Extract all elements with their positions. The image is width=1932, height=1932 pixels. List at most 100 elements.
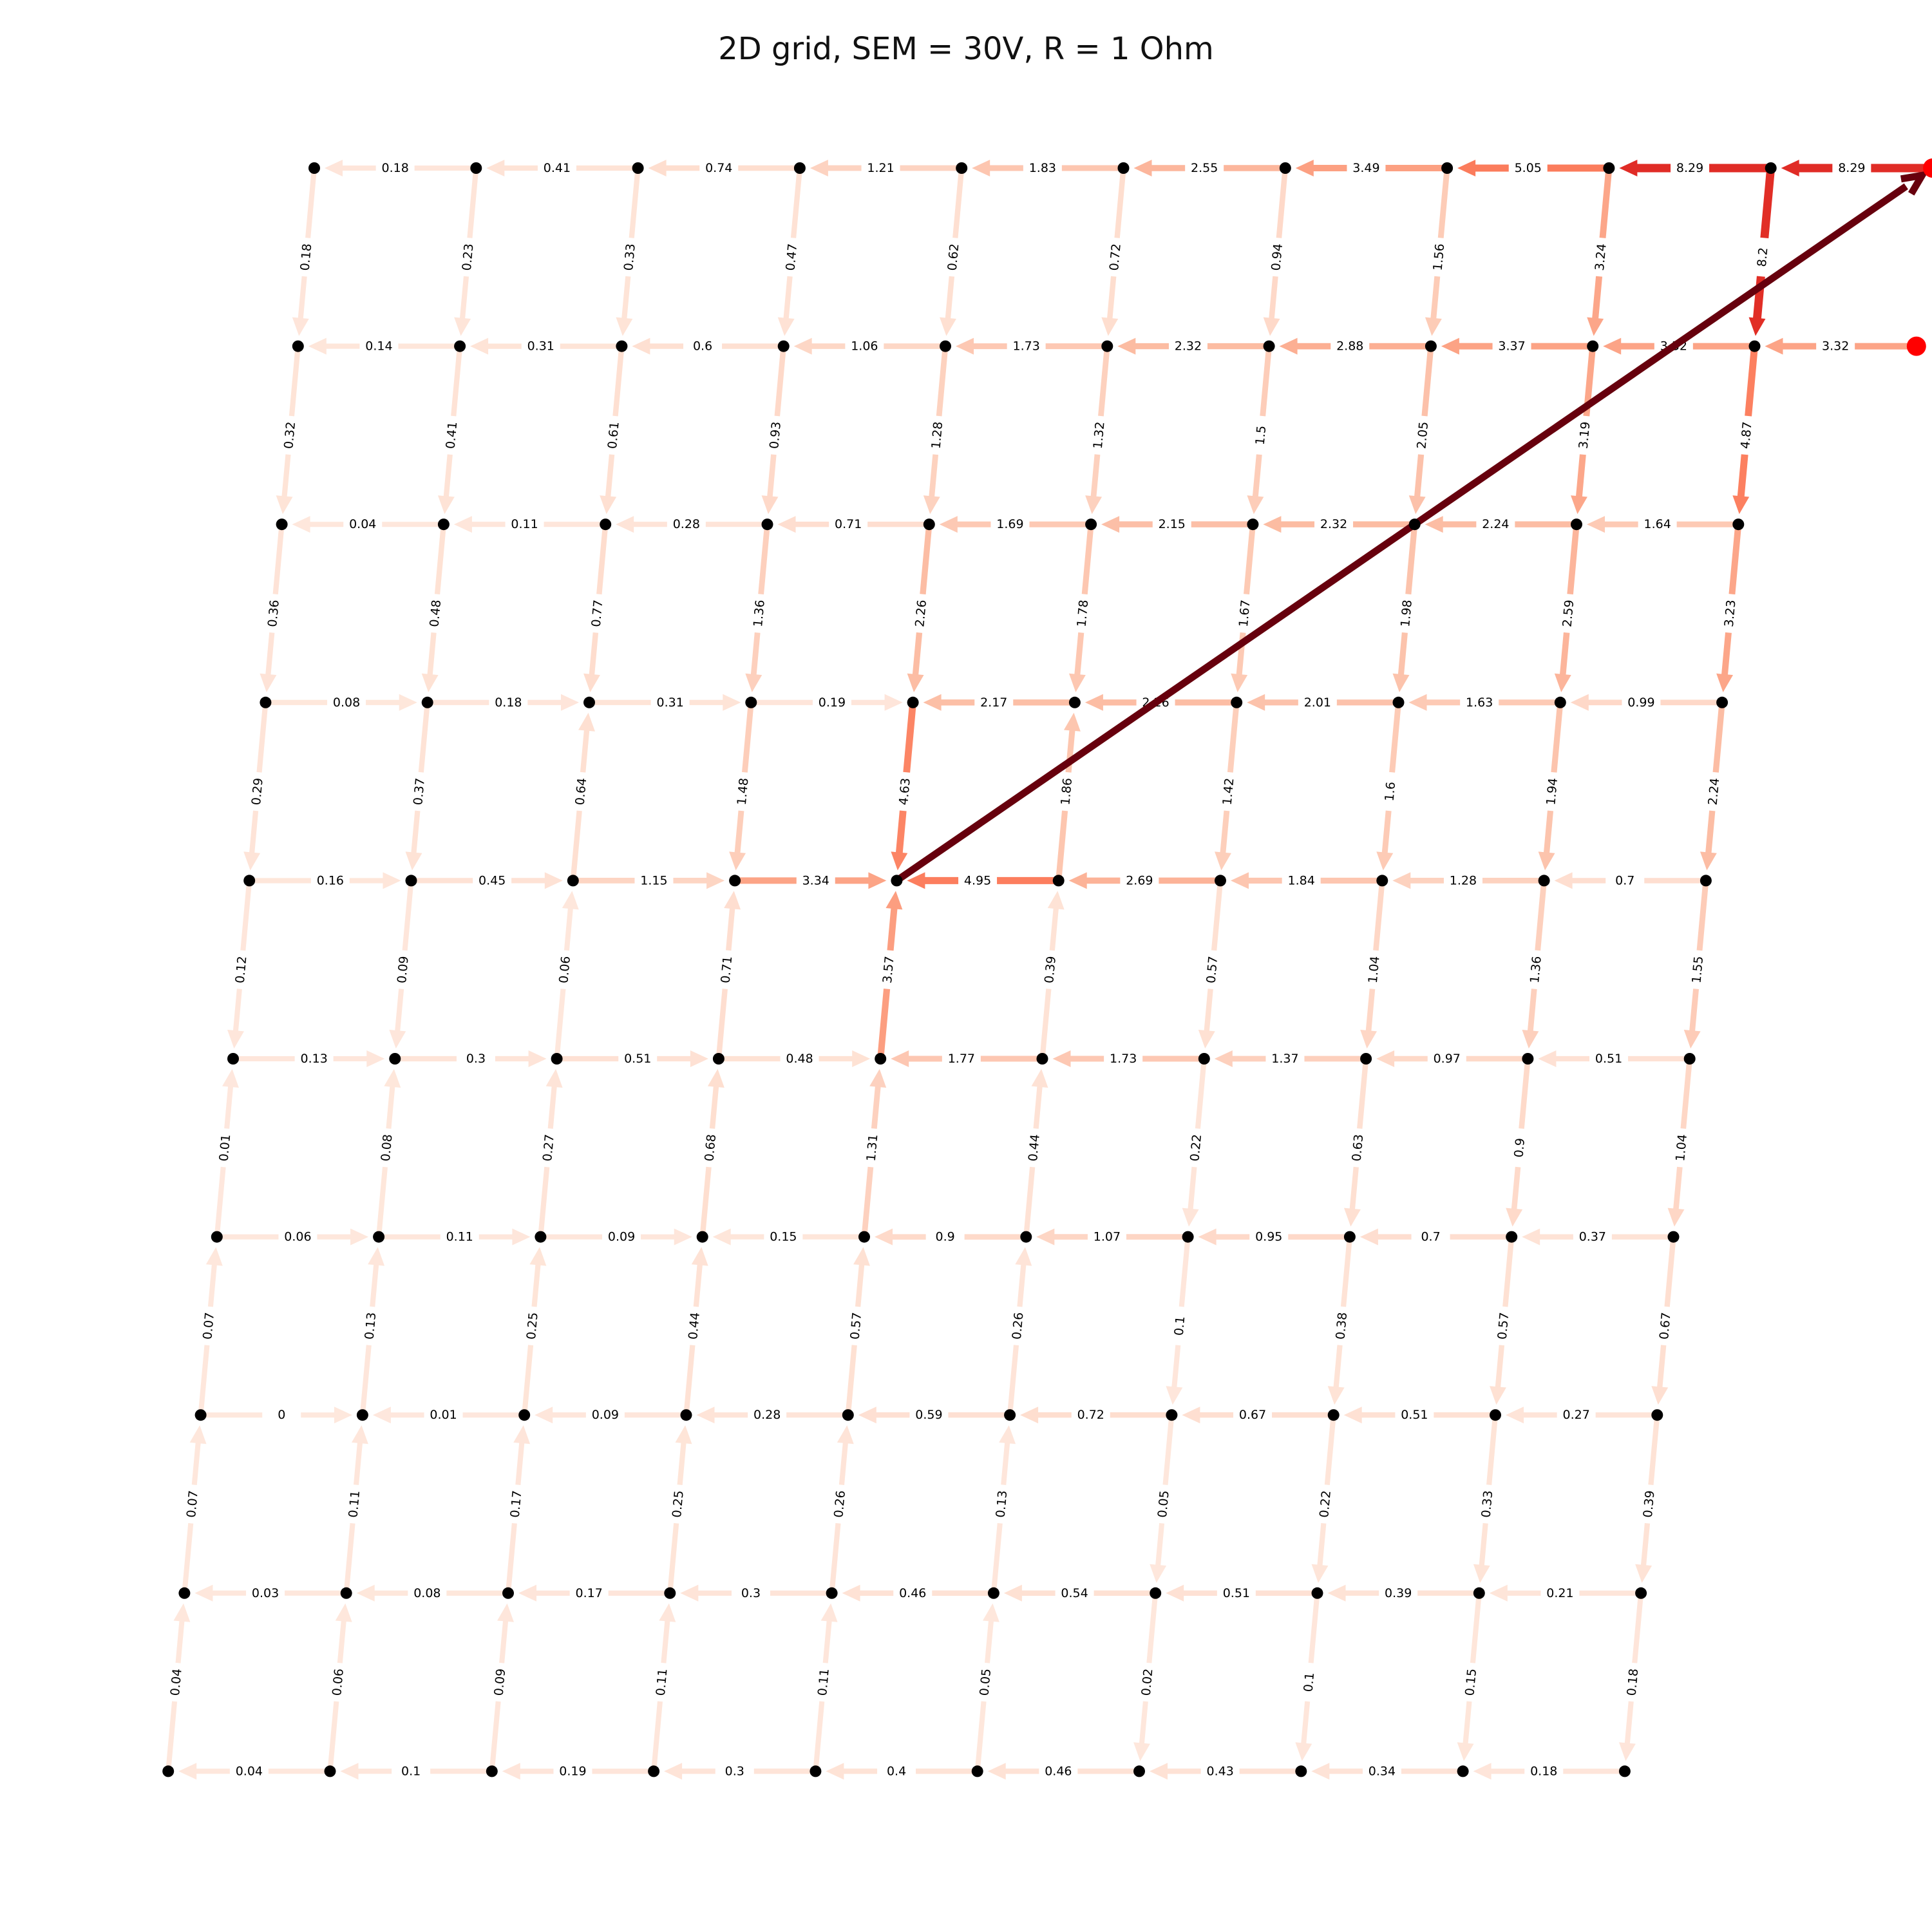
edge-label: 0.32 xyxy=(281,421,298,450)
edge-label-bg xyxy=(1526,949,1546,990)
edge-label: 0.93 xyxy=(767,421,784,450)
edge-v-0-1: 0.23 xyxy=(454,167,479,336)
edge-v-6-8: 0.57 xyxy=(1490,1236,1515,1405)
edge-v-0-7: 1.56 xyxy=(1425,167,1450,336)
arrow-head xyxy=(1327,1584,1346,1602)
edge-h-5-5: 1.73 xyxy=(1052,1050,1204,1067)
edge-label: 0.39 xyxy=(1385,1586,1412,1600)
edge-label: 1.36 xyxy=(1528,956,1544,984)
grid-node xyxy=(810,1765,822,1777)
edge-label-bg xyxy=(1249,1229,1289,1245)
grid-node xyxy=(1263,340,1275,352)
edge-v-7-6: 0.05 xyxy=(1150,1414,1175,1583)
edge-v-1-6: 1.5 xyxy=(1247,346,1273,515)
arrow-head xyxy=(1376,1050,1395,1067)
edge-label-bg xyxy=(990,516,1030,533)
grid-node xyxy=(1408,518,1421,531)
arrow-head xyxy=(875,1228,893,1245)
edge-h-1-3: 1.06 xyxy=(793,337,945,355)
edge-label: 0.06 xyxy=(556,956,573,984)
arrow-head xyxy=(675,1425,692,1444)
edge-v-1-5: 1.32 xyxy=(1085,346,1110,515)
edge-h-3-0: 0.08 xyxy=(265,694,417,711)
edge-label: 0.18 xyxy=(298,243,315,271)
edge-label: 0.33 xyxy=(621,243,638,271)
edge-label: 3.37 xyxy=(1498,339,1525,354)
source-node xyxy=(1923,158,1932,178)
edge-label: 0.37 xyxy=(1579,1230,1606,1244)
edge-label: 2.69 xyxy=(1126,873,1153,887)
edge-v-7-8: 0.33 xyxy=(1473,1414,1499,1583)
edge-label: 0.67 xyxy=(1239,1408,1266,1422)
arrow-head xyxy=(351,1425,368,1444)
edge-h-5-6: 1.37 xyxy=(1214,1050,1367,1067)
edge-h-8-3: 0.3 xyxy=(680,1584,832,1602)
edge-label-bg xyxy=(167,1662,186,1703)
arrow-head xyxy=(706,872,725,889)
edge-label: 2.88 xyxy=(1336,339,1363,354)
edge-label-bg xyxy=(683,338,723,354)
edge-h-0-7: 5.05 xyxy=(1457,160,1609,176)
edge-v-3-7: 1.6 xyxy=(1376,702,1401,871)
edge-label: 1.6 xyxy=(1383,781,1399,802)
edge-label-bg xyxy=(183,1484,202,1524)
edge-label: 0.26 xyxy=(831,1490,848,1518)
edge-label: 1.37 xyxy=(1271,1052,1298,1066)
edge-h-3-6: 2.01 xyxy=(1247,694,1399,711)
edge-h-8-8: 0.21 xyxy=(1489,1584,1642,1602)
edge-label: 0.67 xyxy=(1657,1312,1674,1340)
edge-v-5-6: 0.22 xyxy=(1182,1058,1207,1227)
arrow-head xyxy=(529,1247,547,1266)
edge-h-1-0: 0.14 xyxy=(308,337,460,355)
edge-v-7-1: 0.11 xyxy=(343,1425,368,1594)
edge-v-7-3: 0.25 xyxy=(667,1425,692,1594)
edge-label-bg xyxy=(618,1051,658,1066)
arrow-head xyxy=(869,1068,887,1088)
edge-label-bg xyxy=(264,593,283,634)
edge-v-8-2: 0.09 xyxy=(489,1603,514,1772)
edge-label: 1.42 xyxy=(1220,777,1237,806)
edge-label-bg xyxy=(1202,949,1222,990)
edge-label-bg xyxy=(343,516,383,533)
arrow-head xyxy=(421,673,439,692)
grid-node xyxy=(1150,1587,1162,1599)
edge-h-6-4: 0.9 xyxy=(875,1228,1027,1245)
edge-label: 0.12 xyxy=(233,956,250,984)
edge-label: 0.11 xyxy=(446,1230,473,1244)
edge-label-bg xyxy=(1443,873,1482,889)
arrow-head xyxy=(1716,673,1734,692)
edge-label-bg xyxy=(1120,873,1159,889)
grid-node xyxy=(632,162,644,174)
arrow-head xyxy=(1343,1406,1362,1424)
edge-label-bg xyxy=(1671,160,1710,176)
grid-node xyxy=(858,1231,870,1243)
arrow-head xyxy=(1376,851,1394,871)
edge-label-bg xyxy=(911,593,931,634)
grid-node xyxy=(842,1409,854,1421)
edge-label-bg xyxy=(1087,1229,1126,1245)
arrow-head xyxy=(1343,1208,1361,1227)
edge-label: 0.62 xyxy=(945,243,962,271)
edge-label: 0.04 xyxy=(168,1668,185,1696)
arrow-head xyxy=(243,851,261,871)
arrow-head xyxy=(1215,851,1231,871)
grid-node xyxy=(777,340,790,352)
edge-label: 0.57 xyxy=(1495,1312,1512,1340)
edge-h-2-5: 2.15 xyxy=(1101,516,1253,533)
edge-label: 1.28 xyxy=(1450,873,1477,887)
grid-node xyxy=(1036,1053,1048,1065)
edge-label-bg xyxy=(992,1484,1012,1524)
arrow-head xyxy=(1263,317,1280,336)
edge-h-9-8: 0.18 xyxy=(1473,1763,1625,1780)
arrow-head xyxy=(497,1603,514,1622)
edge-h-5-4: 1.77 xyxy=(891,1050,1043,1067)
edge-label-bg xyxy=(424,1407,463,1423)
arrow-head xyxy=(1635,1564,1653,1583)
edge-label: 0.18 xyxy=(381,161,408,175)
edge-h-1-7: 3.37 xyxy=(1441,337,1593,355)
edge-label-bg xyxy=(459,237,478,278)
edge-label: 1.69 xyxy=(996,517,1023,531)
edge-label: 4.63 xyxy=(896,777,913,806)
grid-node xyxy=(389,1053,401,1065)
edge-h-1-2: 0.6 xyxy=(632,337,784,355)
